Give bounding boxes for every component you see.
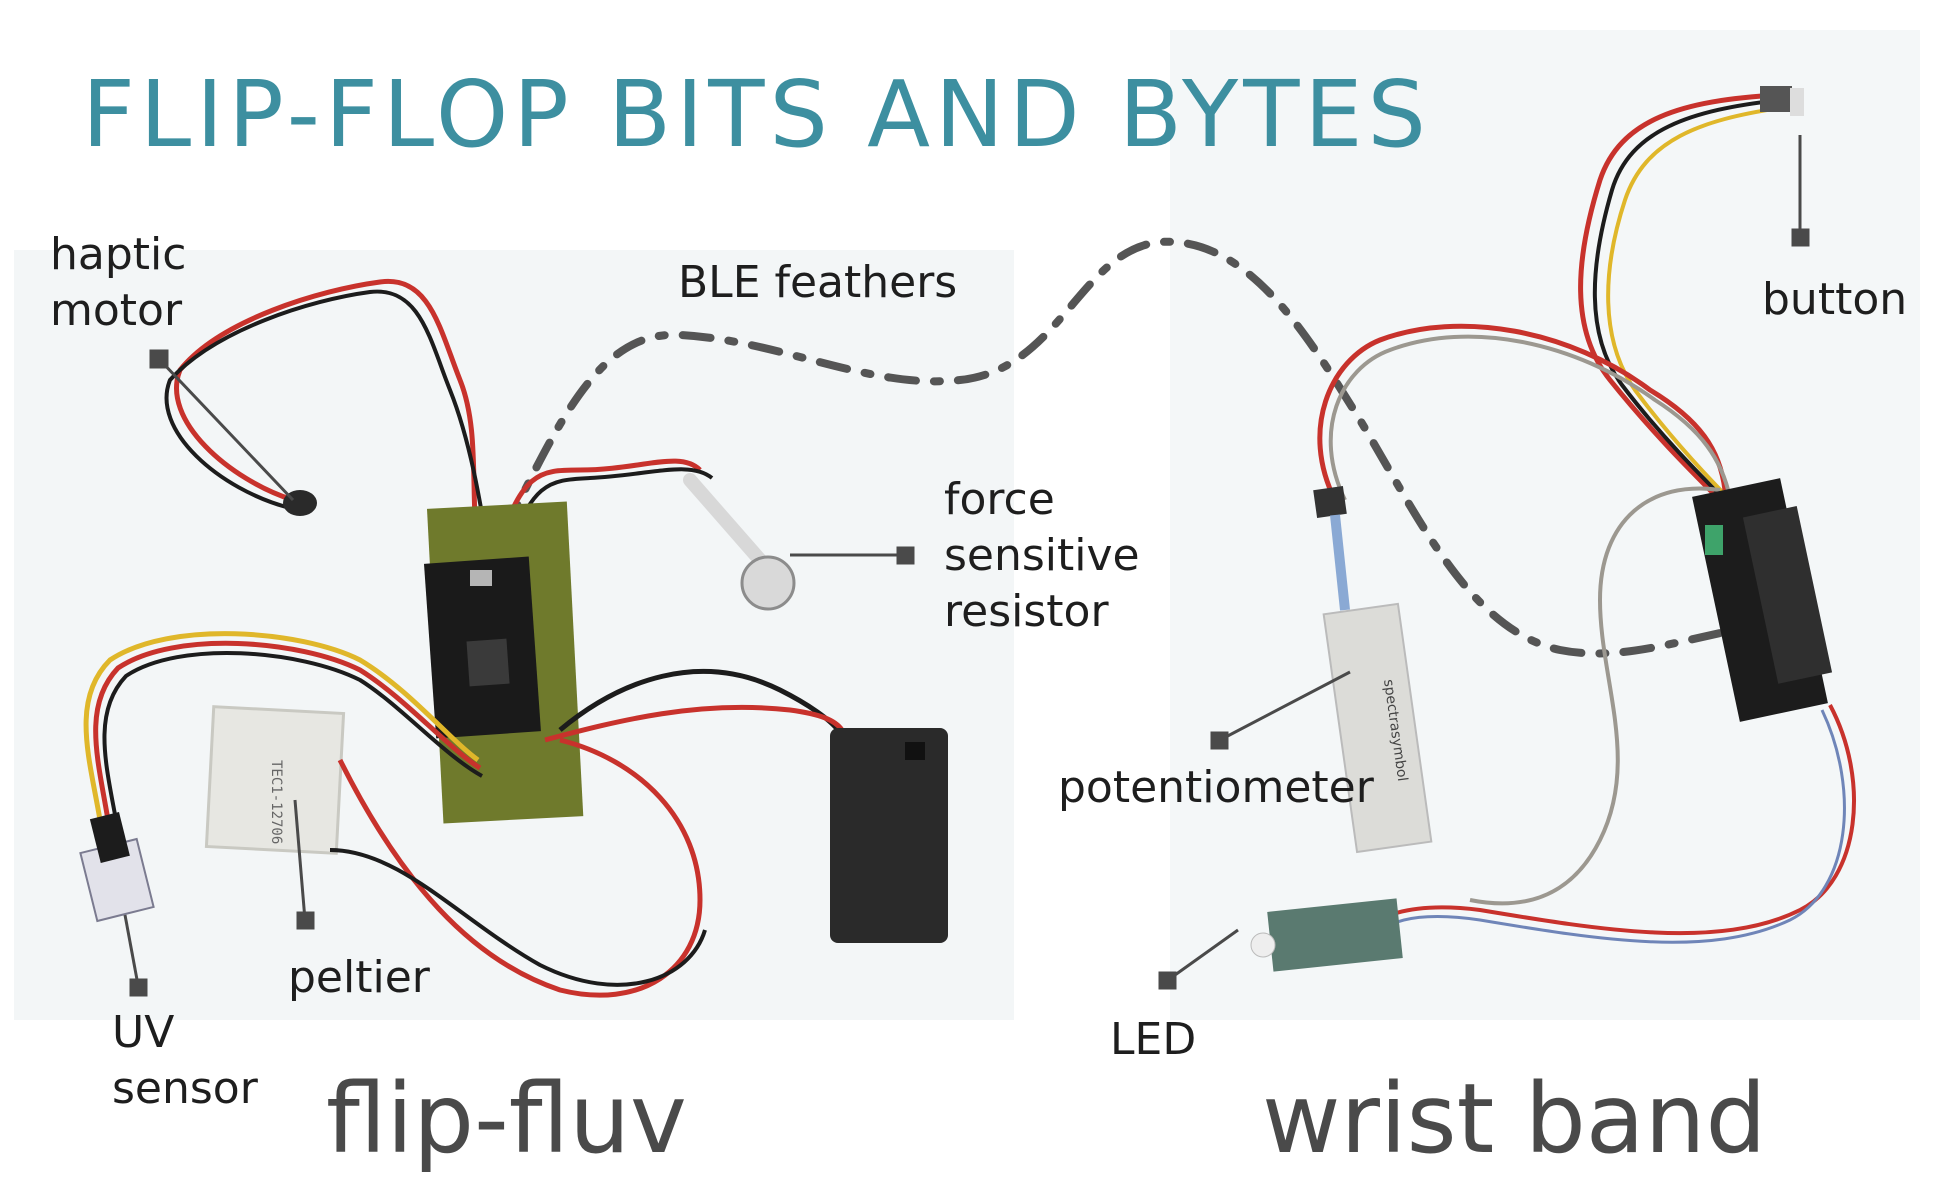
peltier-wire-red: [337, 737, 703, 998]
wrist-wire-red: [1389, 704, 1856, 936]
label-fsr-line2: sensitive: [944, 530, 1140, 581]
label-fsr-line3: resistor: [944, 586, 1109, 637]
feather-usb: [470, 570, 492, 586]
led: [1250, 932, 1276, 958]
callout-marker-peltier: [296, 911, 315, 930]
fsr-pad: [740, 555, 796, 611]
led-board: [1267, 898, 1403, 972]
button-connector: [1760, 86, 1792, 112]
right-photo-background: [1170, 30, 1920, 1020]
peltier-marking: TEC1-12706: [268, 760, 284, 844]
label-button: button: [1762, 274, 1908, 325]
pot-leads: [1330, 514, 1350, 611]
uv-connector: [89, 812, 130, 863]
label-force-sensitive-resistor: force sensitive resistor: [944, 472, 1140, 640]
section-label-flip-fluv: flip-fluv: [326, 1063, 687, 1175]
wrist-wire-blue: [1391, 709, 1846, 944]
callout-marker-fsr: [896, 546, 915, 565]
section-label-wrist-band: wrist band: [1262, 1063, 1767, 1175]
label-haptic-line2: motor: [50, 285, 183, 336]
uv-wire-black: [102, 650, 483, 821]
peltier-wire-black: [329, 848, 707, 987]
label-ble-feathers: BLE feathers: [678, 257, 958, 308]
button-wire-red: [1578, 92, 1781, 502]
callout-line-pot: [1219, 670, 1351, 742]
wrist-board-wire-grey: [1469, 486, 1721, 906]
callout-marker-uv: [129, 978, 148, 997]
feather-chip: [466, 638, 510, 687]
haptic-wire-black: [164, 289, 492, 561]
label-peltier: peltier: [288, 952, 430, 1003]
wrist-green-terminal: [1705, 525, 1723, 555]
callouts: [123, 135, 1810, 997]
callout-marker-pot: [1210, 731, 1229, 750]
callout-line-peltier: [293, 799, 307, 921]
label-uv-sensor: UV sensor: [112, 1005, 258, 1117]
page-title: FLIP-FLOP BITS AND BYTES: [82, 61, 1431, 168]
battery-wire-red: [544, 704, 845, 743]
pot-wire-grey: [1328, 334, 1732, 501]
potentiometer-strip: [1322, 602, 1433, 854]
callout-marker-button: [1791, 228, 1810, 247]
battery-pack: [830, 728, 948, 943]
label-fsr-line1: force: [944, 474, 1055, 525]
button-body: [1790, 88, 1804, 116]
uv-wire-yellow: [83, 631, 480, 821]
button-wire-black: [1592, 98, 1781, 507]
callout-marker-haptic: [149, 349, 169, 369]
fsr-strip: [683, 473, 767, 567]
label-haptic-line1: haptic: [50, 229, 187, 280]
label-haptic-motor: haptic motor: [50, 227, 186, 339]
callout-marker-led: [1158, 971, 1177, 990]
fsr-wire-red: [492, 458, 702, 561]
battery-switch: [905, 742, 925, 760]
label-uv-line2: sensor: [112, 1063, 258, 1114]
callout-line-led: [1167, 928, 1239, 982]
button-wire-yellow: [1606, 106, 1781, 512]
callout-line-haptic: [158, 358, 295, 502]
callout-line-uv: [123, 914, 140, 986]
label-potentiometer: potentiometer: [1058, 762, 1374, 813]
label-uv-line1: UV: [112, 1007, 175, 1058]
wrist-feather-header: [1742, 506, 1833, 684]
ble-link-path: [501, 237, 1749, 658]
haptic-wire-red: [174, 278, 481, 561]
peltier-module: [204, 705, 346, 855]
pot-wire-red: [1317, 323, 1728, 502]
label-led: LED: [1110, 1014, 1197, 1065]
uv-wire-red: [93, 640, 482, 821]
pot-connector: [1313, 486, 1347, 518]
